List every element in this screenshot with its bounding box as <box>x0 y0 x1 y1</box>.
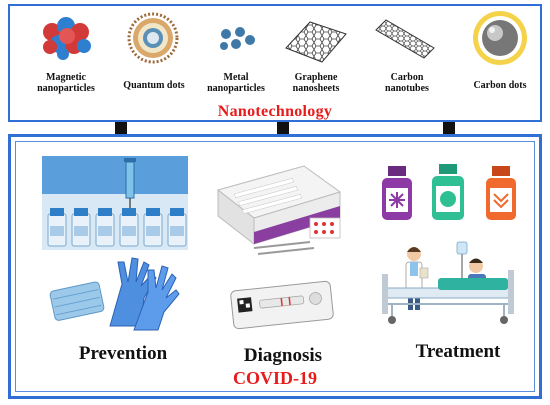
purple-medicine-bottle-icon <box>382 166 412 220</box>
vaccine-vials-illustration <box>42 156 188 250</box>
diagnosis-label: Diagnosis <box>243 345 323 366</box>
nanotechnology-title: Nanotechnology <box>217 103 333 120</box>
carbon-dots-label: Carbon dots <box>473 80 527 91</box>
treatment-label: Treatment <box>415 341 501 362</box>
carbon-nanotube-icon <box>375 19 435 59</box>
prevention-label: Prevention <box>78 343 168 364</box>
test-kit-illustration <box>216 165 342 255</box>
test-cassette-illustration <box>230 280 334 330</box>
nanotechnology-panel <box>8 4 542 122</box>
hospital-bed-illustration <box>382 241 514 324</box>
magnetic-nanoparticles-icon <box>43 17 91 60</box>
graphene-nanosheet-icon <box>285 21 347 63</box>
metal-nanoparticles-icon <box>220 27 255 50</box>
quantum-dots-icon <box>127 12 179 64</box>
mask-and-gloves-illustration <box>49 257 180 331</box>
green-medicine-bottle-icon <box>432 164 464 220</box>
orange-medicine-bottle-icon <box>486 166 516 220</box>
covid-19-label: COVID-19 <box>233 368 317 388</box>
quantum-dots-label: Quantum dots <box>123 80 185 91</box>
carbon-dots-icon <box>473 11 527 65</box>
